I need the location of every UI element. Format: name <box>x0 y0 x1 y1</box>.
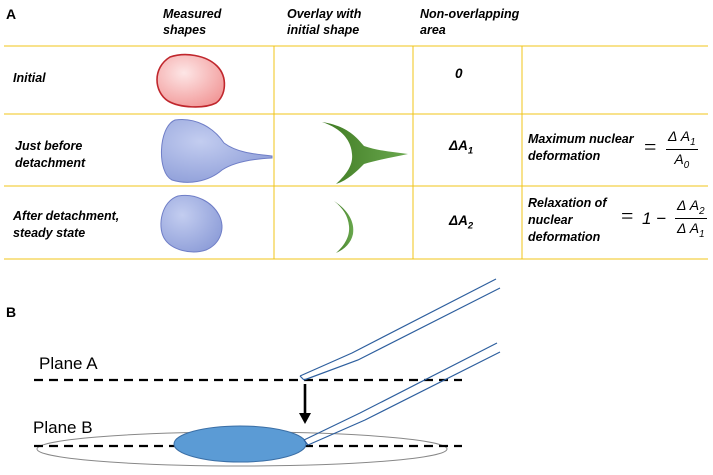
overlay-crescent-with-tail <box>322 122 408 184</box>
header-non-overlapping-area: Non-overlapping area <box>420 7 520 37</box>
area-value-delta-a1: ΔA1 <box>449 138 474 157</box>
relaxation-equals: = <box>621 203 634 228</box>
area-value-delta-a2: ΔA2 <box>449 213 474 232</box>
max-deformation-numerator: Δ A1 <box>666 128 698 150</box>
deformed-nucleus-shape <box>160 119 273 183</box>
max-deformation-fraction: Δ A1 A0 <box>666 128 698 171</box>
plane-a-label: Plane A <box>39 354 98 373</box>
max-deformation-denominator: A0 <box>674 150 690 171</box>
row-label-after-detachment: After detachment, steady state <box>13 209 120 240</box>
metric-label-relaxation: Relaxation of nuclear deformation <box>528 196 607 244</box>
pipette-plane-b <box>303 342 501 446</box>
header-measured-shapes: Measured shapes <box>163 7 222 37</box>
relaxation-denominator: Δ A1 <box>677 219 705 240</box>
pipette-plane-a <box>299 278 501 381</box>
panel-a-label: A <box>6 6 17 22</box>
area-value-initial: 0 <box>455 66 463 81</box>
metric-label-max-deformation: Maximum nuclear deformation <box>528 132 634 163</box>
header-overlay: Overlay with initial shape <box>287 7 362 37</box>
max-deformation-equals: = <box>644 134 657 159</box>
nucleus-ellipse <box>173 425 307 463</box>
move-arrow-head <box>299 413 311 424</box>
overlay-thin-crescent <box>334 201 354 253</box>
row-label-initial: Initial <box>13 71 46 85</box>
table-grid <box>4 45 708 260</box>
relaxation-fraction: Δ A2 Δ A1 <box>675 197 707 240</box>
panel-b-label: B <box>6 304 17 320</box>
initial-nucleus-shape <box>156 53 226 108</box>
relaxed-nucleus-shape <box>160 194 223 253</box>
relaxation-one-minus: 1 − <box>642 209 667 228</box>
row-label-just-before-detachment: Just before detachment <box>15 139 86 170</box>
relaxation-numerator: Δ A2 <box>675 197 707 219</box>
plane-b-label: Plane B <box>33 418 93 437</box>
